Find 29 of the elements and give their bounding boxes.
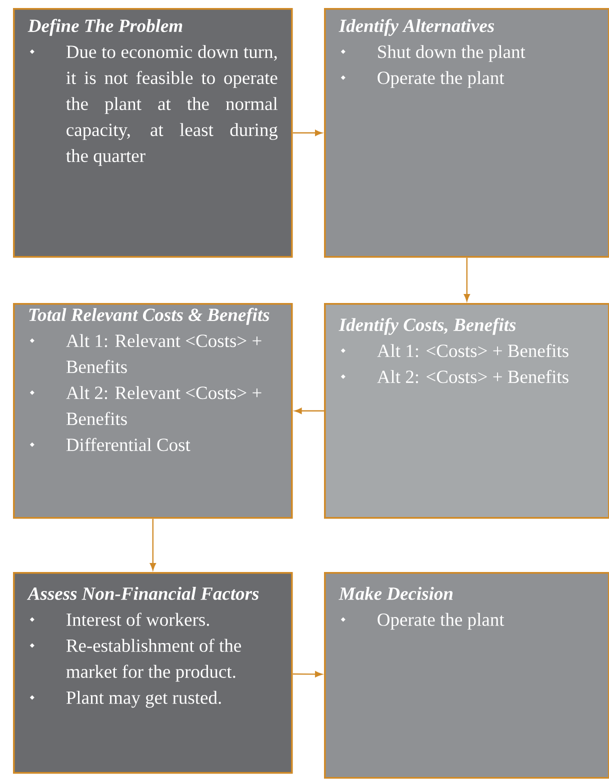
arrow bbox=[292, 671, 322, 678]
box-heading: Assess Non-Financial Factors bbox=[26, 586, 259, 600]
box-heading: Define The Problem bbox=[28, 18, 182, 36]
bullet-item: Alt 1: <Costs> + Benefits bbox=[340, 344, 568, 358]
arrow bbox=[292, 130, 322, 136]
bullet-item: Due to economic down turn, it is not feasible to operate the plant at the normal capacity, at least during the quarter bbox=[30, 45, 278, 166]
box-heading: Total Relevant Costs & Benefits bbox=[29, 308, 270, 325]
process-box bbox=[13, 8, 293, 258]
bullet-item: Re-establishment of the market for the product. bbox=[30, 638, 241, 682]
bullet-item: Differential Cost bbox=[30, 438, 190, 452]
bullet-item: Plant may get rusted. bbox=[30, 690, 221, 708]
bullet-item: Shut down the plant bbox=[340, 45, 526, 62]
box-heading: Make Decision bbox=[338, 586, 453, 600]
process-box bbox=[13, 572, 293, 774]
arrow bbox=[464, 258, 470, 302]
bullet-item: Alt 2: Relevant <Costs> + Benefits bbox=[30, 386, 262, 426]
box-heading: Identify Costs, Benefits bbox=[338, 318, 516, 335]
process-box bbox=[13, 303, 293, 519]
bullet-item: Interest of workers. bbox=[30, 612, 210, 626]
bullet-item: Alt 2: <Costs> + Benefits bbox=[340, 370, 568, 384]
process-box bbox=[324, 303, 609, 519]
bullet-item: Alt 1: Relevant <Costs> + Benefits bbox=[30, 334, 262, 374]
arrow bbox=[150, 518, 156, 570]
process-box bbox=[324, 572, 609, 779]
process-box bbox=[324, 8, 609, 258]
bullet-item: Operate the plant bbox=[340, 71, 504, 88]
box-heading: Identify Alternatives bbox=[338, 18, 494, 36]
arrow bbox=[294, 408, 324, 414]
bullet-item: Operate the plant bbox=[340, 612, 504, 630]
